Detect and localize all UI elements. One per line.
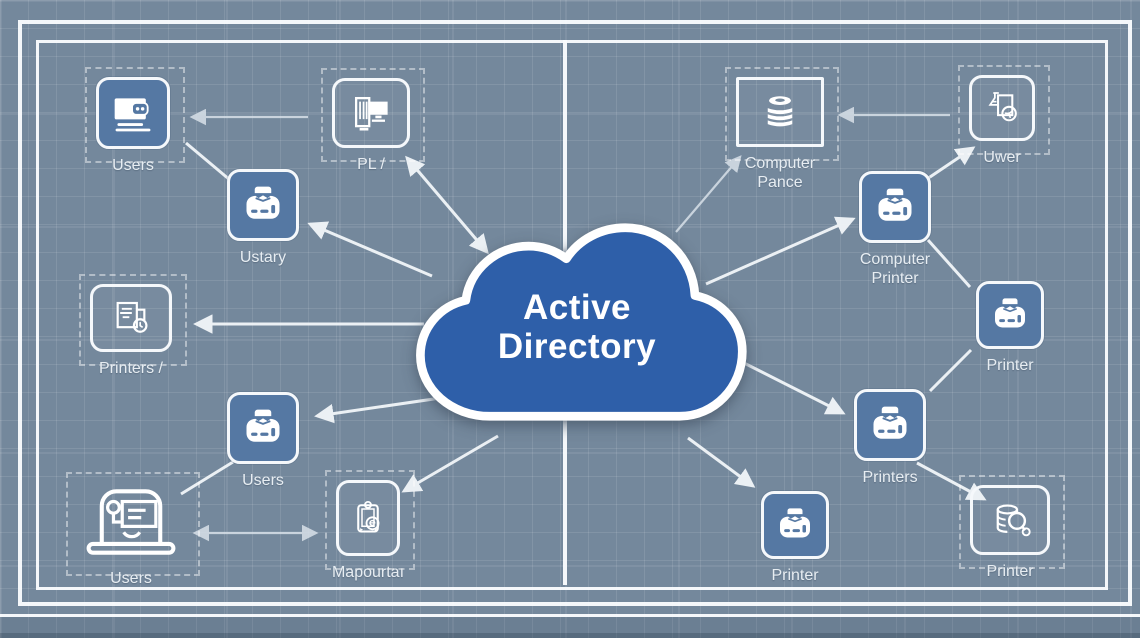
laptop-face-icon	[77, 482, 185, 562]
layer-stack-icon	[736, 77, 824, 147]
printer-icon	[227, 392, 299, 464]
printer-icon	[859, 171, 931, 243]
node-label: Printer	[986, 357, 1034, 374]
printer-icon	[854, 389, 926, 461]
node-label: Uwer	[983, 149, 1021, 166]
cloud-title: Active Directory	[497, 288, 657, 367]
cloud-shape	[416, 223, 747, 421]
node-label: Mapourtaı	[331, 564, 405, 581]
monitor-card-icon	[96, 77, 170, 149]
node-label: Users	[110, 570, 152, 587]
node-label: Ustary	[239, 249, 287, 266]
document-clock-icon	[90, 284, 172, 352]
node-label: Printers /	[98, 360, 163, 377]
active-directory-cloud: Active Directory	[403, 216, 751, 430]
connector-line	[741, 360, 846, 415]
database-search-icon	[970, 485, 1050, 555]
blueprint-bottom-strip	[0, 617, 1140, 638]
node-label: Printer	[771, 567, 819, 584]
node-label: Printers	[862, 469, 918, 486]
printer-icon	[976, 281, 1044, 349]
node-label: Computer Pance	[744, 155, 816, 191]
printer-icon	[761, 491, 829, 559]
node-label: Computer Printer	[859, 251, 931, 287]
flask-doc-icon	[969, 75, 1035, 141]
blueprint-bottom-line	[0, 614, 1140, 617]
node-label: Users	[112, 157, 154, 174]
printer-icon	[227, 169, 299, 241]
clipboard-sync-icon	[336, 480, 400, 556]
blueprint-bottom-edge	[0, 633, 1140, 638]
server-monitor-icon	[332, 78, 410, 148]
node-label: Printer	[986, 563, 1034, 580]
connector-line	[401, 434, 499, 493]
node-label: Users	[242, 472, 284, 489]
connector-line	[687, 436, 756, 488]
node-label: PL /	[357, 156, 385, 173]
